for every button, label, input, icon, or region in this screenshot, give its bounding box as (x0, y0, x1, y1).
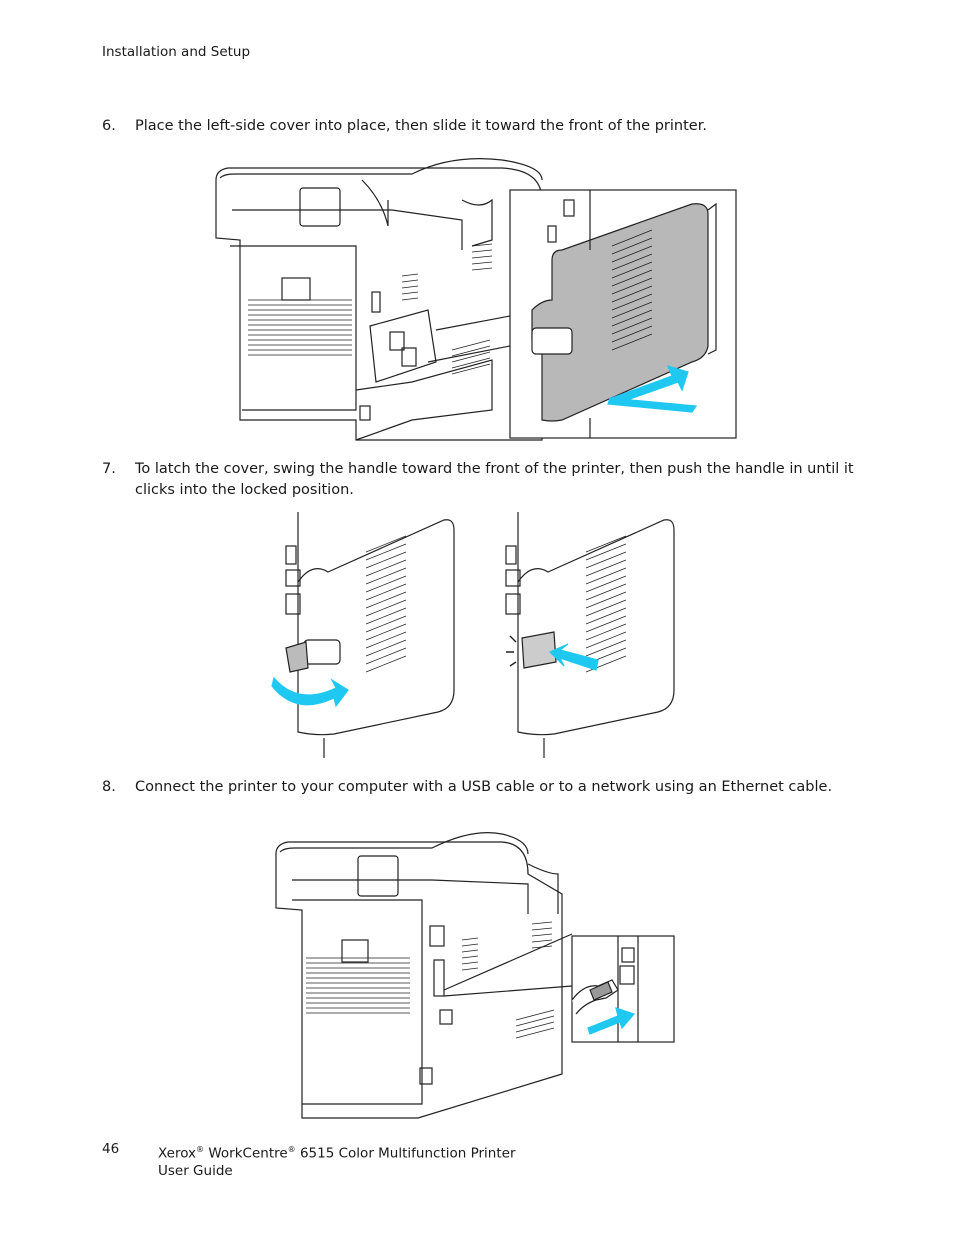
insert-arrow-icon (587, 1007, 636, 1035)
swing-arrow-icon (271, 676, 349, 708)
page-number: 46 (102, 1141, 120, 1157)
figure-connect-cable (272, 824, 678, 1120)
step-6: 6. Place the left-side cover into place,… (102, 116, 862, 137)
step-number: 6. (102, 118, 116, 134)
step-number: 8. (102, 779, 116, 795)
figure-latch-handle (268, 512, 680, 762)
guide-line: User Guide (158, 1162, 233, 1179)
running-header: Installation and Setup (102, 44, 251, 60)
latch-push-illustration (505, 512, 675, 758)
figure-printer-cover-slide (212, 150, 742, 442)
cable-port-illustration (571, 936, 639, 1042)
push-arrow-icon (548, 643, 599, 671)
footer-product: Xerox® WorkCentre® 6515 Color Multifunct… (158, 1141, 516, 1180)
product-line: Xerox® WorkCentre® 6515 Color Multifunct… (158, 1145, 516, 1162)
step-text: Place the left-side cover into place, th… (135, 118, 707, 134)
step-8: 8. Connect the printer to your computer … (102, 777, 862, 798)
printer-illustration (275, 832, 573, 1119)
latch-swing-illustration (271, 512, 455, 758)
step-text: Connect the printer to your computer wit… (135, 779, 833, 795)
step-number: 7. (102, 461, 116, 477)
step-text: To latch the cover, swing the handle tow… (135, 461, 854, 498)
printer-illustration (215, 158, 543, 441)
side-cover-illustration (531, 190, 717, 438)
step-7: 7. To latch the cover, swing the handle … (102, 459, 862, 501)
